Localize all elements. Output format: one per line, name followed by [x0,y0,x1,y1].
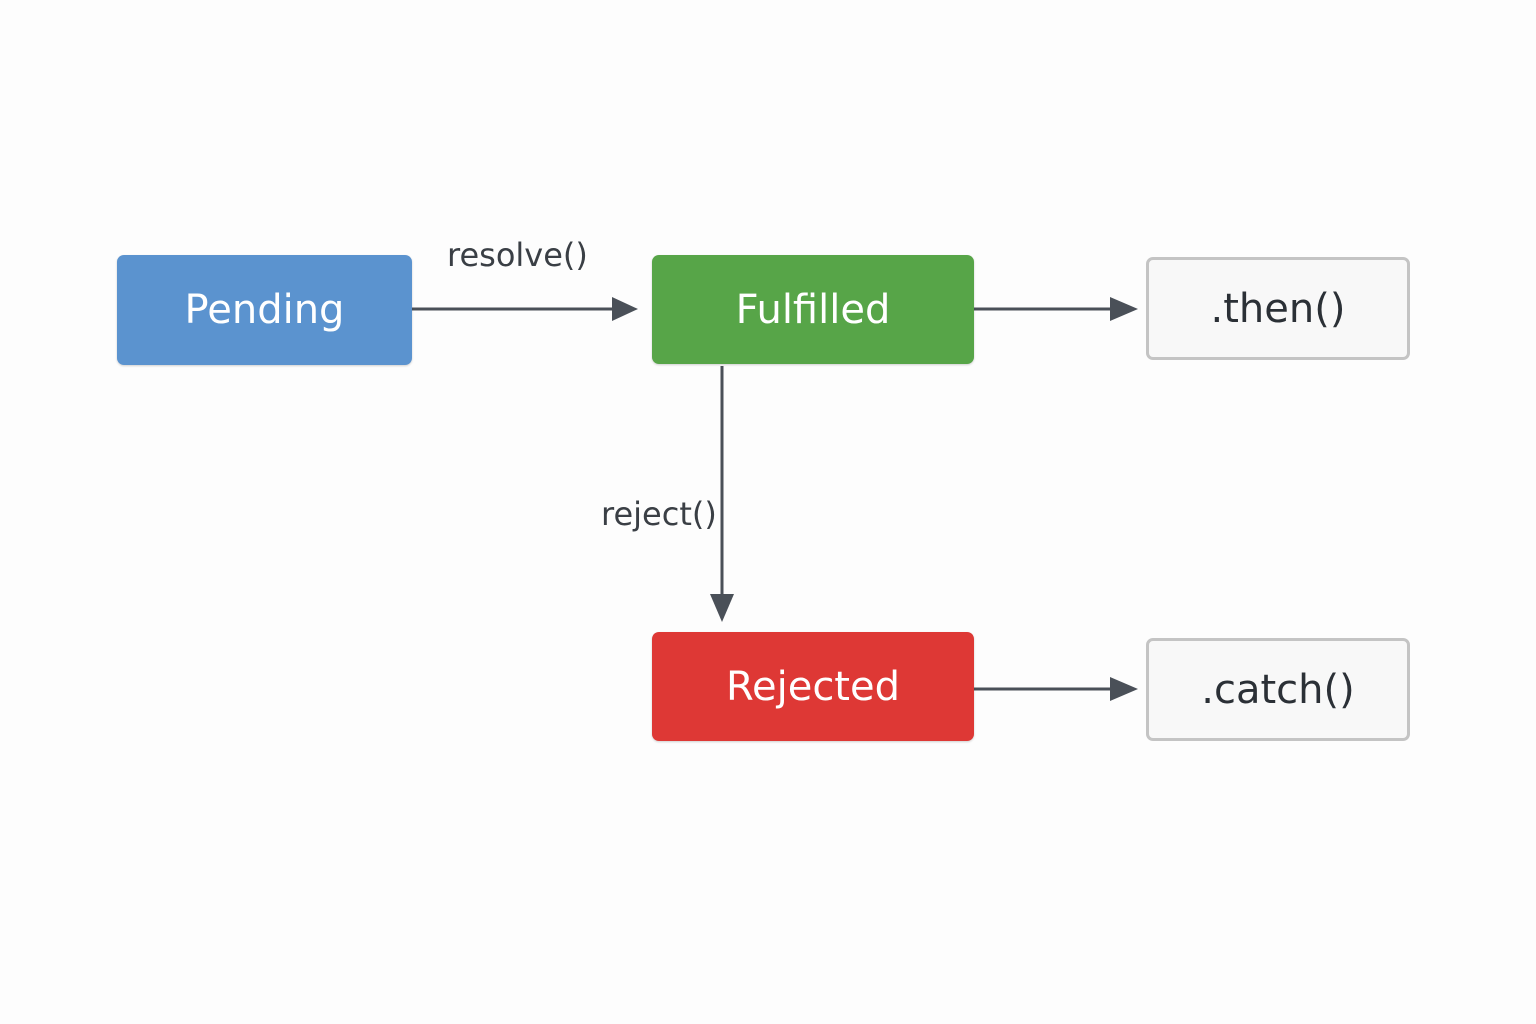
pending-state-label: Pending [184,287,345,333]
then-handler-label: .then() [1210,285,1346,332]
edge-pending-to-fulfilled [412,297,638,321]
catch-handler-label: .catch() [1201,666,1355,713]
then-handler-node: .then() [1146,257,1410,360]
fulfilled-state-label: Fulfilled [735,286,891,333]
rejected-state-node: Rejected [652,632,974,741]
edge-fulfilled-to-then [974,297,1138,321]
edge-fulfilled-to-rejected [710,366,734,622]
pending-state-node: Pending [117,255,412,365]
reject-edge-label: reject() [601,495,717,533]
fulfilled-state-node: Fulfilled [652,255,974,364]
catch-handler-node: .catch() [1146,638,1410,741]
rejected-state-label: Rejected [725,663,900,710]
edge-rejected-to-catch [974,677,1138,701]
resolve-edge-label: resolve() [447,236,588,274]
